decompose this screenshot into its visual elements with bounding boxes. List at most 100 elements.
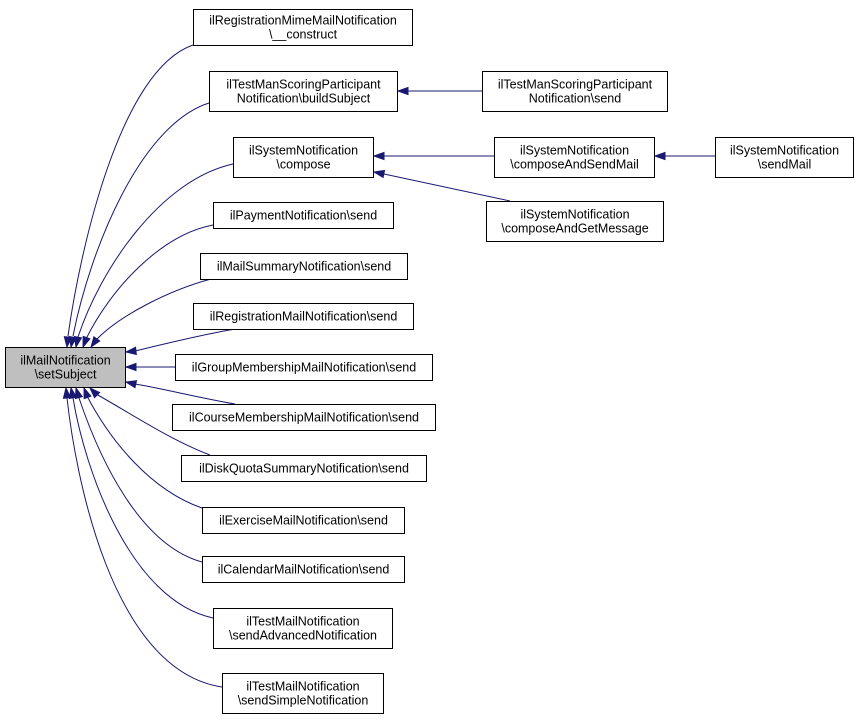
edge-line [85, 224, 214, 340]
nodes-layer: ilMailNotification\setSubject ilRegistrat… [5, 9, 854, 714]
edge-line [72, 397, 214, 619]
node-label: \composeAndSendMail [510, 158, 639, 172]
node-label: ilGroupMembershipMailNotification\send [192, 361, 416, 375]
caller-node[interactable]: ilCourseMembershipMailNotification\send [172, 404, 436, 431]
node-label: \setSubject [35, 368, 97, 382]
node-box [233, 137, 374, 178]
node-box [5, 347, 126, 388]
node-box [181, 455, 427, 482]
edge-line [95, 393, 211, 456]
node-label: ilSystemNotification [520, 208, 629, 222]
arrowhead-icon [62, 386, 72, 399]
edge-n16-to-n3 [372, 169, 511, 202]
caller-node[interactable]: ilSystemNotification\composeAndSendMail [494, 137, 655, 178]
node-label: ilRegistrationMimeMailNotification [209, 14, 397, 28]
caller-node[interactable]: ilRegistrationMailNotification\send [193, 303, 414, 330]
arrowhead-icon [82, 335, 91, 349]
edge-n15-to-n3 [372, 151, 494, 161]
edge-n4-to-root [82, 224, 214, 349]
node-label: ilSystemNotification [730, 144, 839, 158]
edge-n7-to-root [124, 362, 175, 372]
node-box [222, 673, 384, 714]
node-box [193, 9, 413, 46]
node-label: ilSystemNotification [249, 144, 358, 158]
node-label: \composeAndGetMessage [501, 222, 648, 236]
edge-line [67, 44, 194, 337]
node-box [213, 202, 394, 229]
node-label: ilTestManScoringParticipant [226, 78, 381, 92]
edge-n9-to-root [88, 386, 211, 456]
edge-n6-to-root [124, 328, 236, 356]
arrowhead-icon [88, 386, 101, 399]
node-label: ilSystemNotification [520, 144, 629, 158]
edge-line [95, 278, 212, 341]
node-box [202, 507, 405, 534]
arrowhead-icon [74, 386, 84, 400]
arrowhead-icon [90, 335, 101, 349]
caller-node[interactable]: ilSystemNotification\sendMail [715, 137, 854, 178]
node-box [172, 404, 436, 431]
arrowhead-icon [68, 386, 78, 400]
edge-n14-to-n2 [396, 86, 482, 96]
node-label: ilTestMailNotification [246, 680, 359, 694]
caller-node[interactable]: ilGroupMembershipMailNotification\send [175, 354, 433, 381]
arrowhead-icon [83, 386, 92, 400]
caller-node[interactable]: ilSystemNotification\compose [233, 137, 374, 178]
node-box [494, 137, 655, 178]
caller-node[interactable]: ilTestManScoringParticipantNotification\… [482, 71, 668, 112]
edge-n11-to-root [74, 386, 203, 563]
edge-line [72, 102, 210, 337]
caller-node[interactable]: ilRegistrationMimeMailNotification\__con… [193, 9, 413, 46]
edge-line [86, 395, 203, 509]
node-label: \__construct [269, 28, 338, 42]
arrowhead-icon [372, 169, 386, 179]
node-label: \sendAdvancedNotification [229, 629, 377, 643]
edge-line [78, 397, 203, 563]
node-label: Notification\send [529, 92, 621, 106]
edges-layer [62, 44, 715, 688]
edge-n12-to-root [68, 386, 214, 619]
edge-n13-to-root [62, 386, 223, 688]
node-box [209, 71, 398, 112]
node-label: \compose [276, 158, 330, 172]
arrowhead-icon [124, 362, 137, 372]
edge-line [77, 163, 234, 338]
node-box [486, 201, 664, 242]
caller-node[interactable]: ilTestManScoringParticipantNotification\… [209, 71, 398, 112]
arrowhead-icon [372, 151, 385, 161]
node-label: ilTestMailNotification [246, 615, 359, 629]
node-label: ilCourseMembershipMailNotification\send [189, 411, 419, 425]
caller-node[interactable]: ilSystemNotification\composeAndGetMessag… [486, 201, 664, 242]
edge-line [134, 383, 236, 405]
edge-n10-to-root [83, 386, 203, 509]
caller-node[interactable]: ilExerciseMailNotification\send [202, 507, 405, 534]
node-box [175, 354, 433, 381]
node-label: ilPaymentNotification\send [230, 209, 377, 223]
edge-n5-to-root [90, 278, 212, 349]
node-label: ilCalendarMailNotification\send [218, 563, 390, 577]
node-box [200, 253, 408, 280]
arrowhead-icon [73, 335, 83, 349]
edge-n8-to-root [124, 380, 236, 405]
node-label: \sendSimpleNotification [238, 694, 369, 708]
edge-n17-to-n15 [653, 151, 715, 161]
caller-node[interactable]: ilPaymentNotification\send [213, 202, 394, 229]
caller-node[interactable]: ilDiskQuotaSummaryNotification\send [181, 455, 427, 482]
root-node[interactable]: ilMailNotification\setSubject [5, 347, 126, 388]
caller-node[interactable]: ilMailSummaryNotification\send [200, 253, 408, 280]
arrowhead-icon [124, 346, 137, 356]
caller-node[interactable]: ilCalendarMailNotification\send [202, 556, 405, 583]
node-label: ilTestManScoringParticipant [498, 78, 653, 92]
node-label: Notification\buildSubject [237, 92, 371, 106]
edge-line [134, 328, 236, 352]
edge-n3-to-root [73, 163, 234, 349]
arrowhead-icon [396, 86, 409, 96]
edge-n1-to-root [63, 44, 194, 349]
caller-node[interactable]: ilTestMailNotification\sendSimpleNotific… [222, 673, 384, 714]
node-label: ilRegistrationMailNotification\send [210, 310, 398, 324]
node-label: \sendMail [758, 158, 812, 172]
node-label: ilMailSummaryNotification\send [217, 260, 391, 274]
node-label: ilMailNotification [20, 354, 110, 368]
node-box [202, 556, 405, 583]
caller-node[interactable]: ilTestMailNotification\sendAdvancedNotif… [213, 608, 393, 649]
